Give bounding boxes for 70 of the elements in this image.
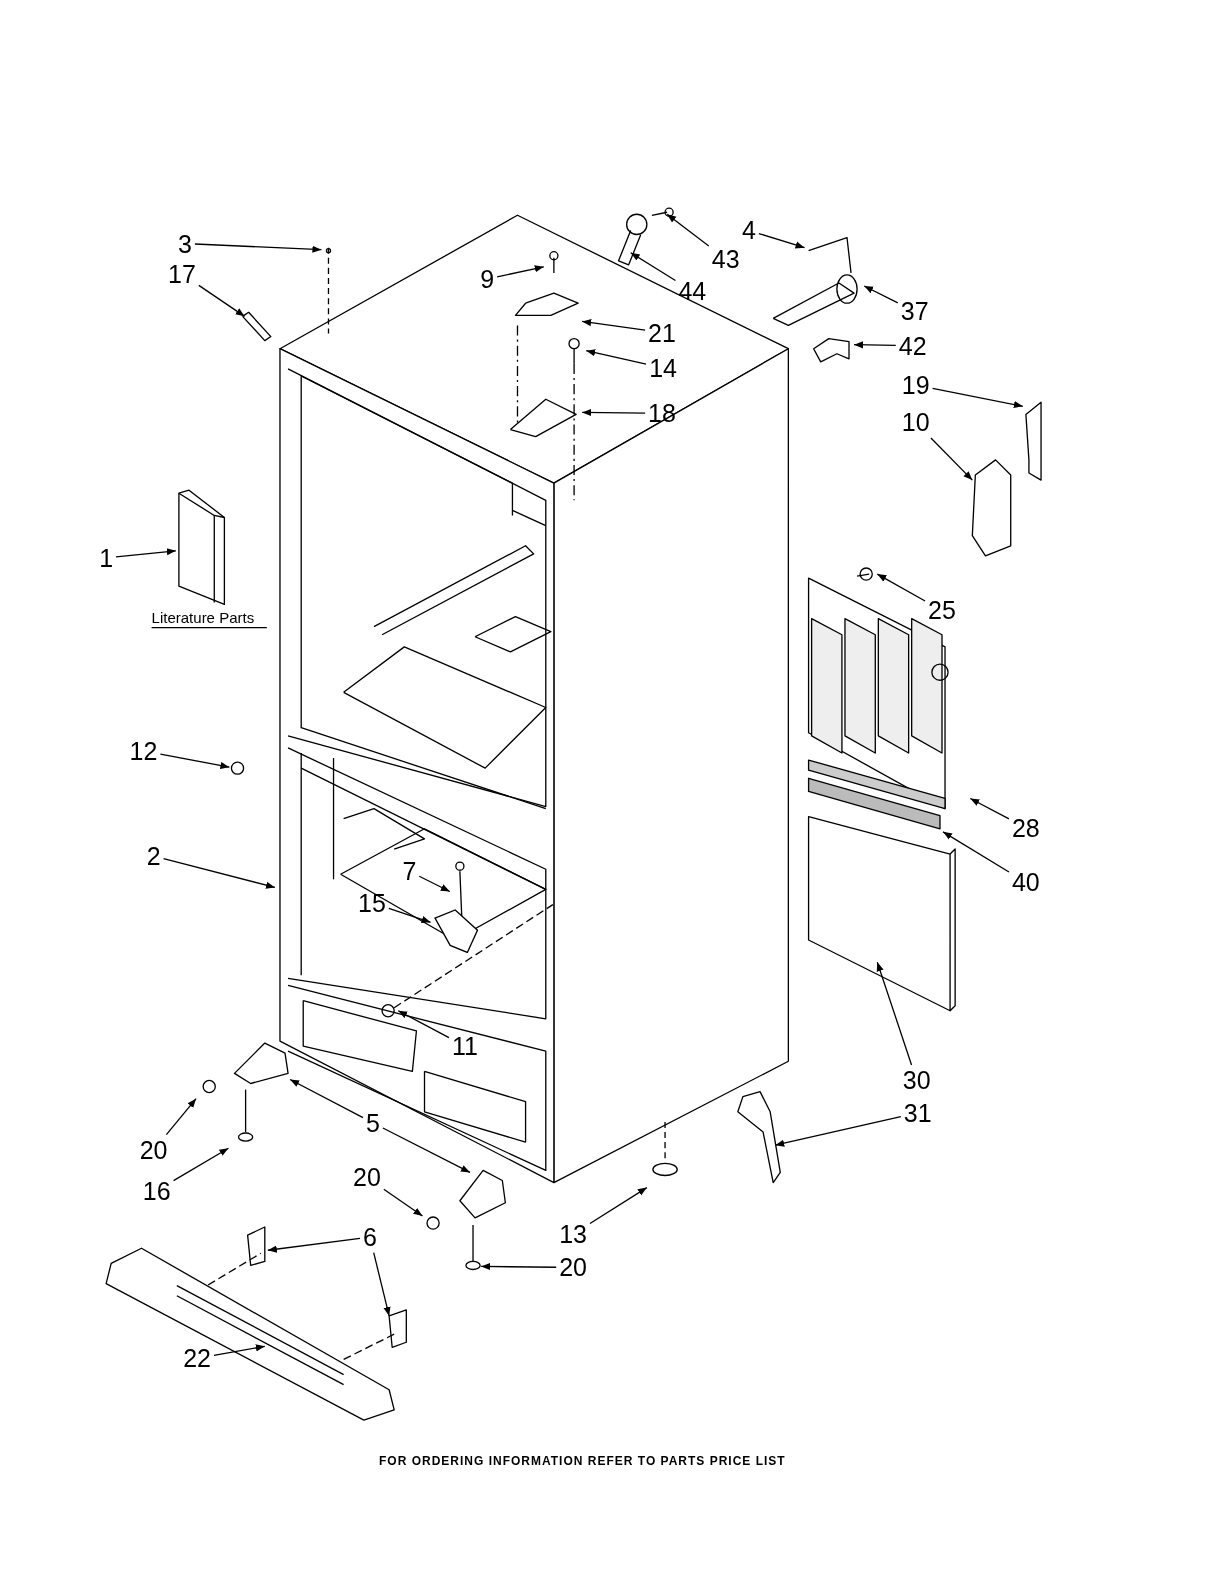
leader-line	[581, 408, 646, 417]
callout-number: 3	[178, 231, 192, 257]
leader-line	[931, 387, 1024, 409]
section-label: Literature Parts	[151, 609, 255, 627]
leader-line	[162, 858, 276, 889]
leader-line	[159, 753, 231, 769]
leader-line	[418, 875, 451, 893]
callout-number: 2	[146, 843, 161, 869]
leader-line	[876, 573, 926, 602]
leader-line	[388, 907, 432, 923]
leader-line	[666, 213, 710, 247]
leader-line	[589, 1186, 648, 1225]
callout-number: 25	[928, 597, 956, 623]
callout-number: 15	[358, 890, 386, 916]
callout-number: 30	[902, 1067, 931, 1093]
callout-number: 16	[142, 1178, 171, 1204]
callout-number: 11	[451, 1033, 478, 1059]
callout-number: 20	[139, 1137, 168, 1163]
leader-line	[969, 797, 1010, 820]
leader-line	[480, 1262, 557, 1271]
screw-part	[425, 1215, 440, 1231]
callout-number: 18	[648, 400, 676, 426]
callout-number: 5	[366, 1110, 380, 1136]
callout-number: 12	[129, 738, 158, 764]
callout-number: 1	[99, 545, 114, 571]
leader-line	[863, 285, 899, 304]
leader-line	[383, 1188, 424, 1217]
leader-line	[213, 1344, 266, 1357]
callout-number: 31	[903, 1100, 932, 1126]
callout-number: 20	[559, 1254, 587, 1280]
leader-line	[373, 1252, 391, 1317]
leader-line	[289, 1078, 364, 1119]
leader-line	[581, 319, 646, 331]
leader-line	[585, 349, 647, 365]
callout-number: 37	[900, 298, 929, 324]
leader-line	[382, 1127, 471, 1174]
callout-number: 7	[402, 858, 417, 884]
leader-line	[630, 252, 677, 282]
callout-number: 10	[901, 409, 930, 435]
leader-line	[774, 1116, 902, 1147]
callout-number: 19	[901, 372, 930, 398]
callout-number: 40	[1011, 869, 1040, 895]
callout-number: 43	[711, 246, 740, 272]
callout-number: 44	[678, 278, 707, 304]
callout-number: 6	[362, 1224, 377, 1250]
callout-number: 28	[1011, 815, 1040, 841]
bracket-part	[433, 908, 479, 954]
callout-number: 9	[480, 266, 495, 292]
leader-line	[194, 243, 323, 253]
callout-number: 17	[168, 261, 196, 287]
leader-line	[853, 341, 897, 349]
leader-line	[930, 437, 973, 481]
leader-line	[267, 1237, 361, 1253]
leader-line	[758, 232, 806, 249]
callout-number: 22	[183, 1345, 211, 1371]
leader-line	[165, 1098, 197, 1136]
leader-line	[172, 1147, 230, 1182]
leader-line	[397, 1010, 450, 1039]
leader-line	[876, 961, 913, 1066]
callout-number: 13	[559, 1221, 587, 1247]
callout-number: 14	[649, 355, 677, 381]
leader-line	[198, 284, 246, 317]
callout-number: 42	[898, 333, 927, 359]
leader-line	[942, 831, 1010, 873]
callout-number: 21	[648, 320, 676, 345]
callout-number: 4	[742, 217, 756, 243]
callout-number: 20	[353, 1165, 381, 1190]
leader-line	[496, 265, 545, 278]
leader-line	[115, 548, 177, 558]
footer-note: FOR ORDERING INFORMATION REFER TO PARTS PRICE LIST	[379, 1454, 786, 1469]
